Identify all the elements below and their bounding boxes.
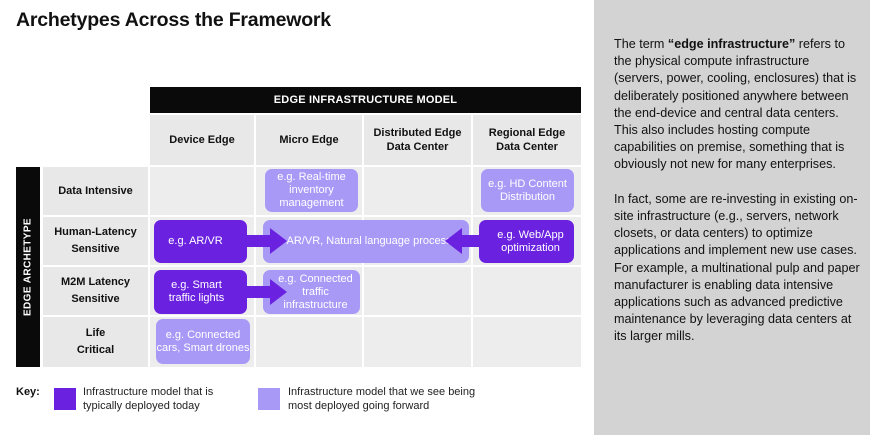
row-m2m-latency: M2M Latency Sensitive — [43, 267, 148, 315]
box-ar-vr-device: e.g. AR/VR — [154, 220, 247, 263]
key-text-forward: Infrastructure model that we see being m… — [288, 386, 476, 412]
grid-cell — [256, 317, 362, 367]
arrow-right-icon — [246, 228, 287, 254]
row-life-critical: Life Critical — [43, 317, 148, 367]
grid-cell — [364, 317, 471, 367]
arrows-overlay — [246, 228, 486, 305]
column-regional-edge: Regional Edge Data Center — [473, 115, 581, 165]
page-title: Archetypes Across the Framework — [16, 9, 331, 31]
side-paragraph-1: The term “edge infrastructure” refers to… — [614, 36, 860, 174]
box-connected-cars: e.g. Connected cars, Smart drones — [156, 319, 250, 364]
column-micro-edge: Micro Edge — [256, 115, 362, 165]
grid-cell — [150, 167, 254, 215]
row-data-intensive: Data Intensive — [43, 167, 148, 215]
arrow-left-icon — [445, 228, 486, 254]
key-label: Key: — [16, 386, 40, 398]
column-distributed-edge: Distributed Edge Data Center — [364, 115, 471, 165]
side-paragraph-2: In fact, some are re-investing in existi… — [614, 191, 860, 344]
archetype-axis-bar — [16, 167, 40, 367]
box-ar-vr-nlp: e.g. AR/VR, Natural language processing — [263, 220, 469, 263]
box-hd-content: e.g. HD Content Distribution — [481, 169, 574, 212]
box-realtime-inventory: e.g. Real-time inventory management — [265, 169, 358, 212]
side-panel-text: The term “edge infrastructure” refers to… — [614, 36, 860, 363]
side-p1-suffix: refers to the physical compute infrastru… — [614, 37, 857, 172]
grid-cell — [364, 167, 471, 215]
side-p1-prefix: The term — [614, 37, 668, 51]
model-banner: EDGE INFRASTRUCTURE MODEL — [150, 87, 581, 113]
grid-cell — [364, 267, 471, 315]
key-swatch-forward — [258, 388, 280, 410]
box-web-app: e.g. Web/App optimization — [479, 220, 574, 263]
key-text-today: Infrastructure model that is typically d… — [83, 386, 214, 412]
side-panel — [594, 0, 870, 435]
archetype-axis-label: EDGE ARCHETYPE — [22, 217, 34, 317]
grid-cell — [473, 317, 581, 367]
row-human-latency: Human-Latency Sensitive — [43, 217, 148, 265]
box-smart-traffic: e.g. Smart traffic lights — [154, 270, 247, 314]
arrow-right-icon — [246, 279, 287, 305]
box-connected-traffic: e.g. Connected traffic infrastructure — [263, 270, 360, 314]
grid-cell — [473, 267, 581, 315]
key-swatch-today — [54, 388, 76, 410]
column-device-edge: Device Edge — [150, 115, 254, 165]
side-p1-bold: “edge infrastructure” — [667, 37, 796, 51]
